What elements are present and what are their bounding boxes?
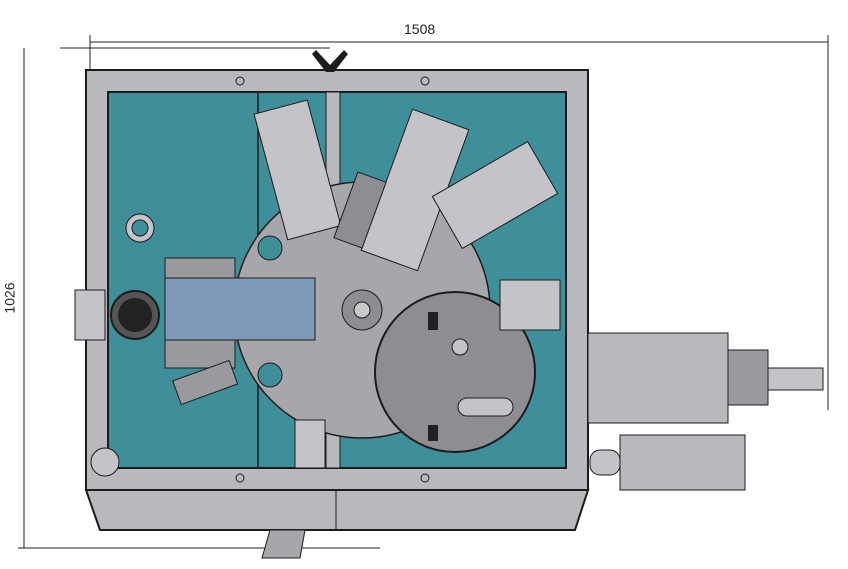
side-units <box>90 332 824 559</box>
labeling-disc <box>374 279 561 453</box>
height-dimension-label: 1026 <box>1 282 18 314</box>
width-dimension-line <box>60 35 829 410</box>
width-dimension-label: 1508 <box>404 21 436 37</box>
stations <box>253 99 559 272</box>
height-dimension-line <box>18 48 380 549</box>
infeed-unit <box>74 213 316 406</box>
